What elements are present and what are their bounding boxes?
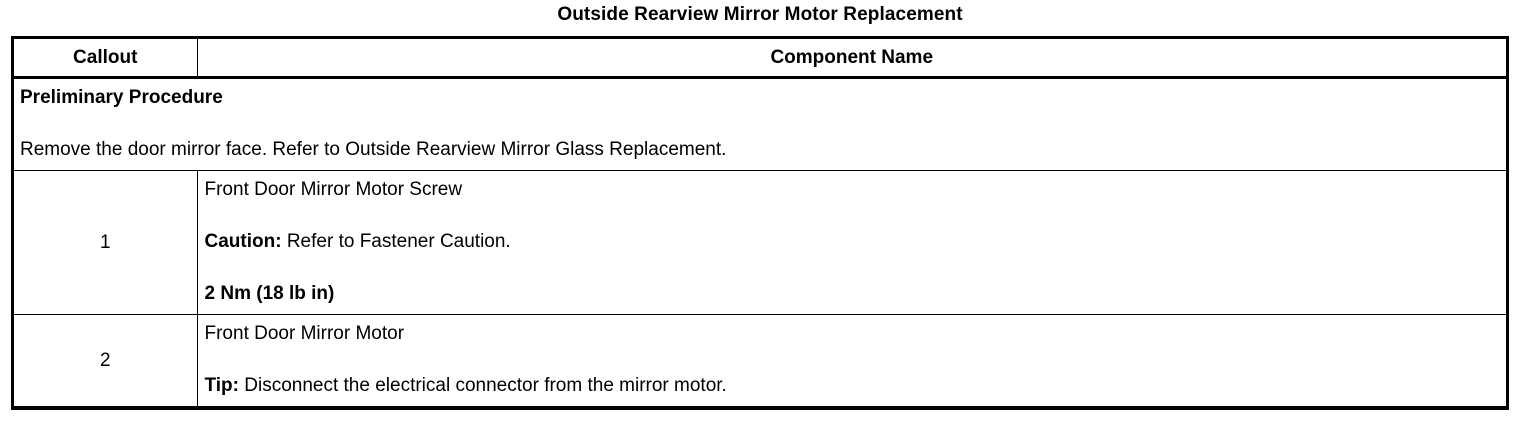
tip-label: Tip: (204, 375, 239, 396)
component-name: Front Door Mirror Motor (204, 323, 405, 344)
procedure-table: Callout Component Name Preliminary Proce… (14, 39, 1506, 406)
preliminary-procedure-text: Remove the door mirror face. Refer to Ou… (20, 139, 727, 160)
tip-note: Tip: Disconnect the electrical connector… (205, 374, 1501, 397)
preliminary-procedure-cell: Preliminary Procedure Remove the door mi… (14, 77, 1506, 171)
tip-text: Disconnect the electrical connector from… (238, 375, 727, 396)
table-row: 2 Front Door Mirror Motor Tip: Disconnec… (14, 314, 1506, 407)
callout-number: 1 (14, 170, 198, 315)
column-header-callout: Callout (14, 39, 198, 79)
preliminary-procedure-heading: Preliminary Procedure (20, 87, 223, 108)
caution-text: Refer to Fastener Caution. (281, 231, 511, 252)
column-header-component-name: Component Name (197, 39, 1506, 79)
preliminary-procedure-row: Preliminary Procedure Remove the door mi… (14, 77, 1506, 171)
table-header-row: Callout Component Name (14, 39, 1506, 79)
page-title: Outside Rearview Mirror Motor Replacemen… (557, 4, 963, 25)
caution-note: Caution: Refer to Fastener Caution. (205, 230, 1501, 253)
table-row: 1 Front Door Mirror Motor Screw Caution:… (14, 170, 1506, 315)
procedure-table-container: Callout Component Name Preliminary Proce… (11, 36, 1509, 410)
caution-label: Caution: (204, 231, 282, 252)
component-name: Front Door Mirror Motor Screw (204, 179, 463, 200)
callout-number: 2 (14, 314, 198, 406)
torque-specification: 2 Nm (18 lb in) (204, 283, 335, 304)
component-description-cell: Front Door Mirror Motor Tip: Disconnect … (197, 315, 1506, 407)
component-description-cell: Front Door Mirror Motor Screw Caution: R… (197, 170, 1506, 315)
